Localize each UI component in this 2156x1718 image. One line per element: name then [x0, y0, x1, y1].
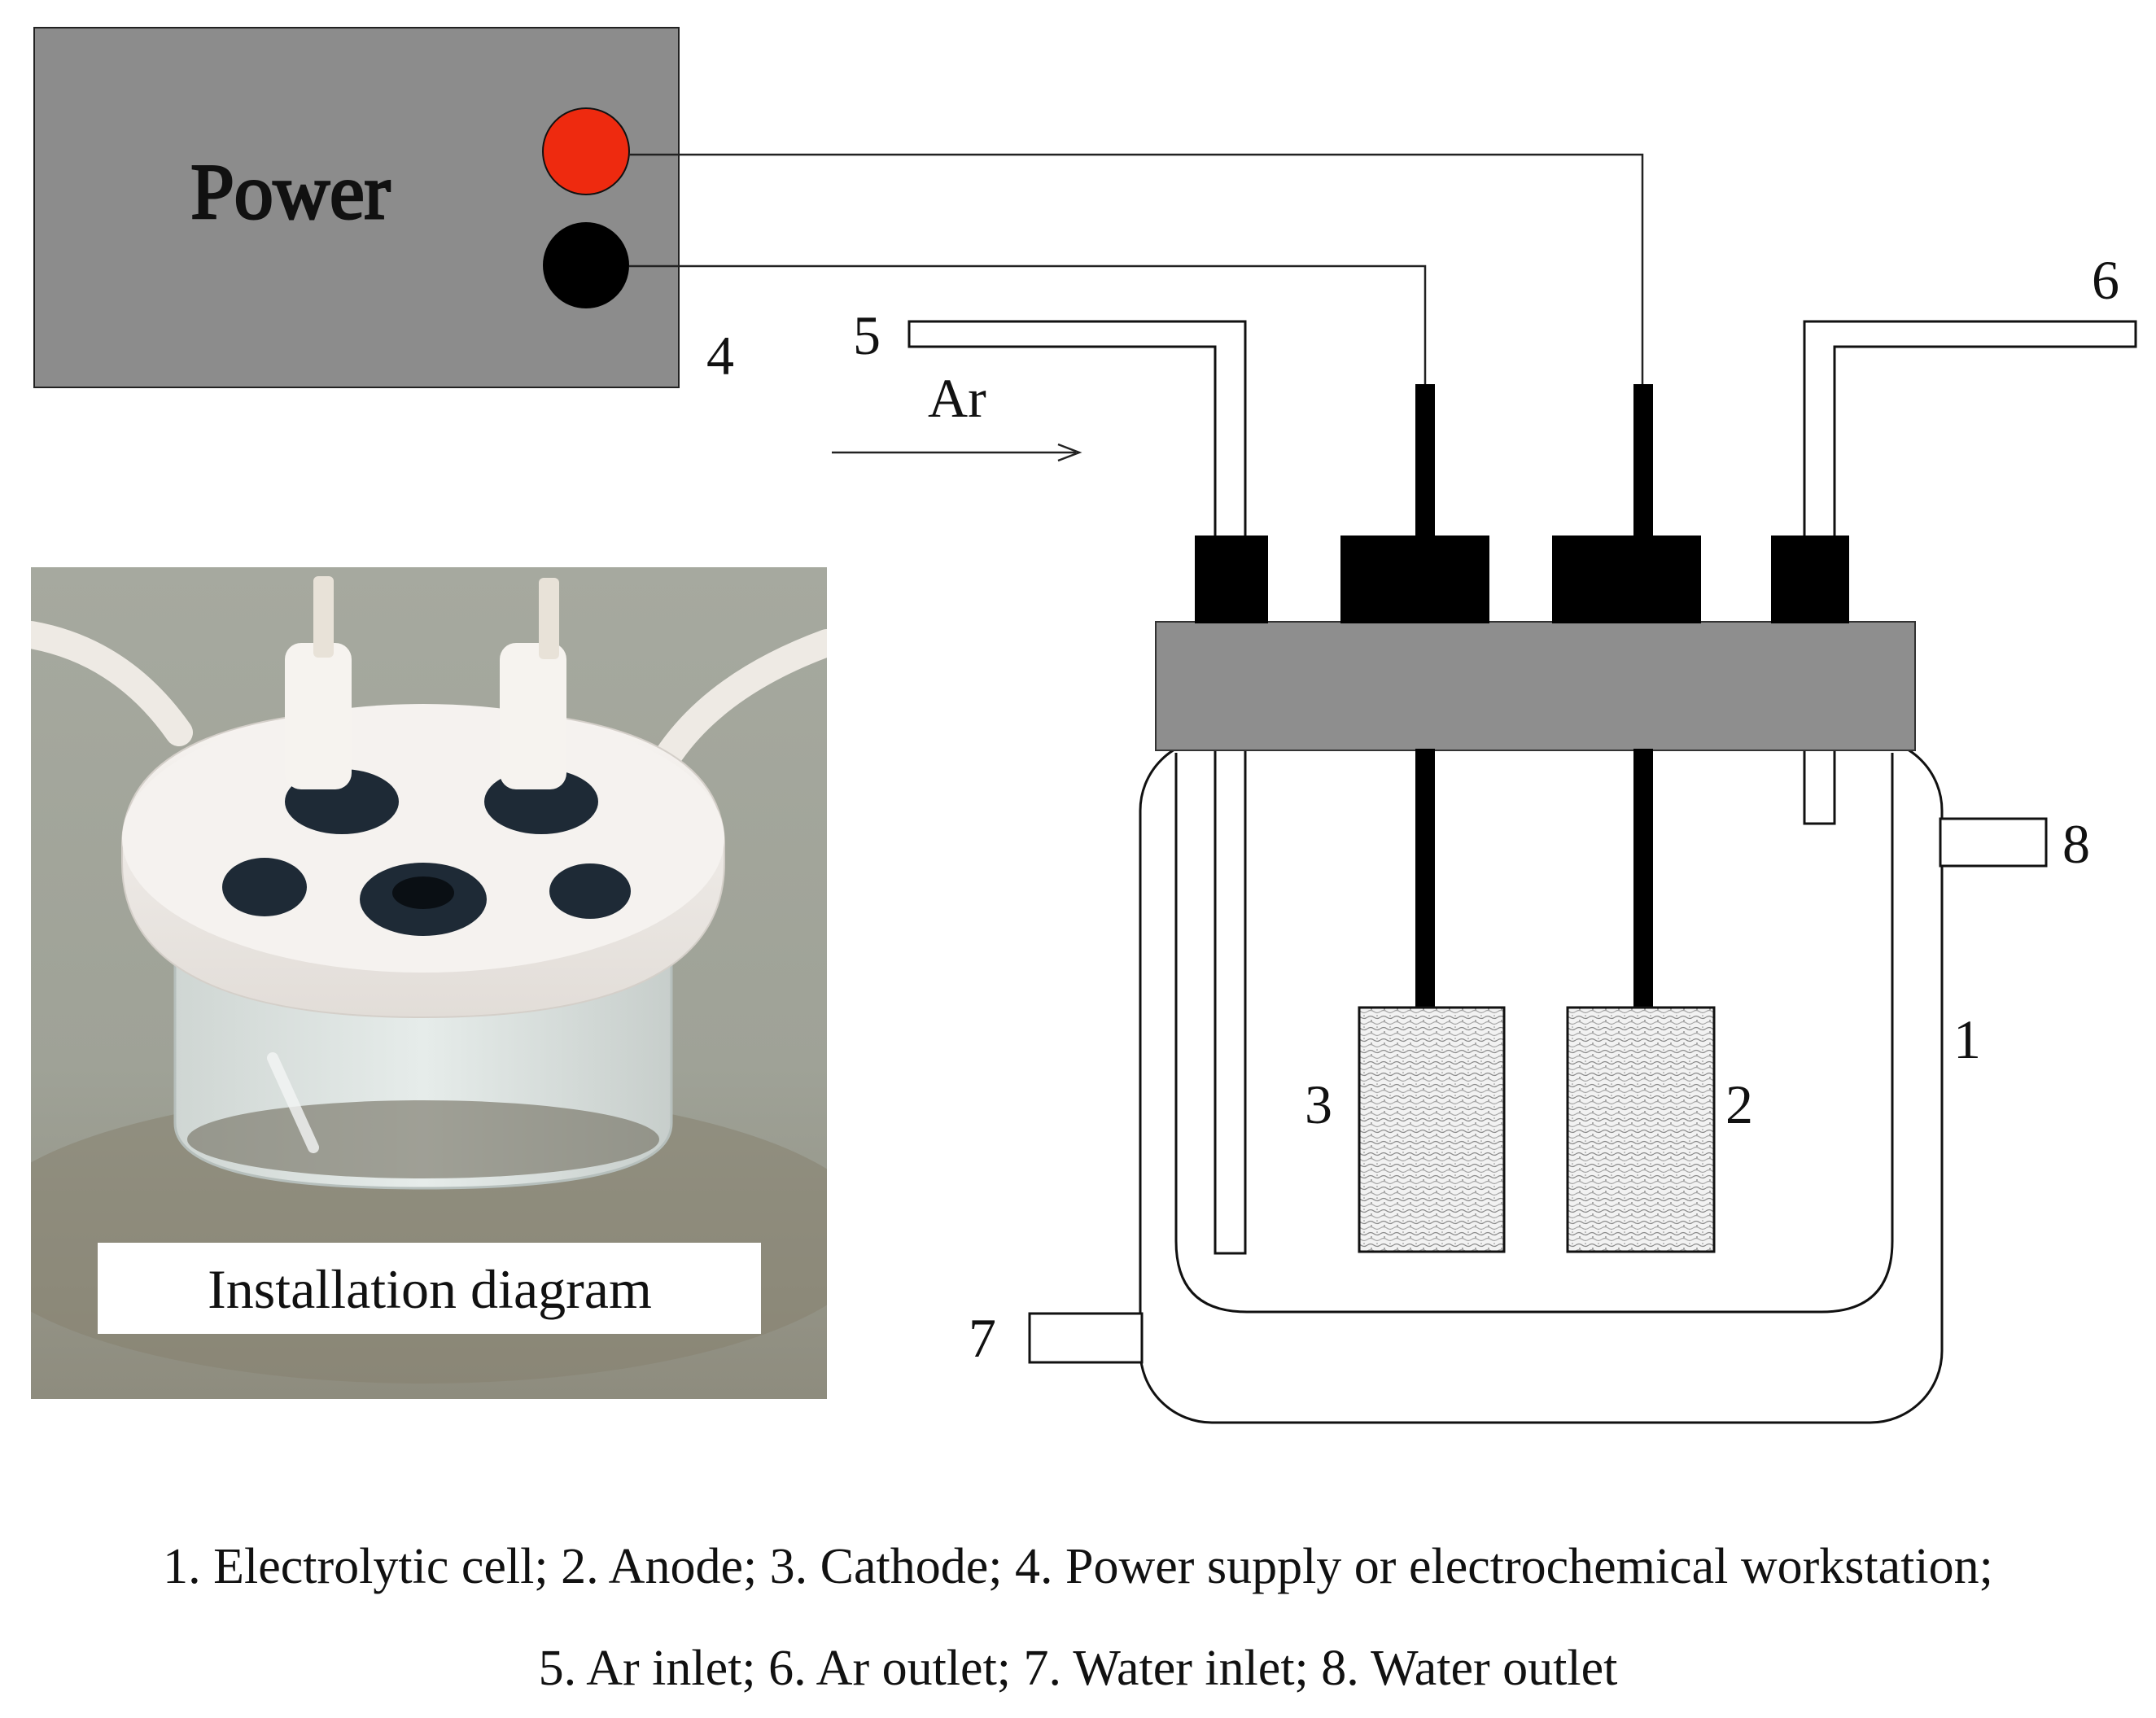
wires — [629, 153, 1644, 384]
callout-water-outlet: 8 — [2062, 813, 2090, 875]
negative-wire — [629, 264, 1427, 384]
anode-electrode — [1566, 1006, 1716, 1253]
positive-wire — [629, 153, 1644, 384]
ar-outlet-plug — [1771, 536, 1849, 623]
cathode-rod-top — [1415, 384, 1435, 539]
negative-terminal — [543, 222, 629, 308]
callout-ar-inlet: 5 — [853, 304, 881, 366]
anode-plug — [1552, 536, 1701, 623]
callout-cathode: 3 — [1305, 1073, 1332, 1135]
water-outlet-port — [1939, 817, 2048, 868]
positive-terminal — [542, 107, 630, 195]
power-supply-number: 4 — [706, 325, 734, 387]
photo-label: Installation diagram — [208, 1258, 652, 1320]
cathode-rod — [1415, 749, 1435, 1009]
cell-outer-jacket — [1139, 737, 1944, 1424]
caption-line-1: 1. Electrolytic cell; 2. Anode; 3. Catho… — [163, 1539, 1993, 1594]
ar-flow-arrow: Ar — [832, 367, 1082, 462]
cathode-plug — [1340, 536, 1489, 623]
power-supply: Power 4 — [33, 27, 734, 388]
callout-ar-outlet: 6 — [2092, 249, 2119, 311]
callout-numbers: 1 2 3 5 6 7 8 — [853, 249, 2119, 1369]
anode-rod-top — [1633, 384, 1653, 539]
photo-label-box — [98, 1243, 761, 1334]
anode-rod — [1633, 749, 1653, 1009]
power-supply-box — [33, 27, 680, 388]
ar-label: Ar — [928, 367, 986, 429]
ar-inlet-plug — [1195, 536, 1268, 623]
cell-lid-band — [1155, 621, 1916, 751]
power-label: Power — [190, 148, 390, 235]
callout-electrolytic-cell: 1 — [1953, 1008, 1981, 1070]
cell-inner-vessel — [1174, 753, 1894, 1314]
callout-anode: 2 — [1725, 1073, 1753, 1135]
installation-photo: Installation diagram — [31, 567, 827, 1399]
cathode-electrode — [1358, 1006, 1506, 1253]
ar-inlet-tube — [907, 320, 1247, 1255]
water-inlet-port — [1028, 1312, 1144, 1364]
electrolytic-cell — [907, 320, 2137, 1424]
caption-line-2: 5. Ar inlet; 6. Ar outlet; 7. Water inle… — [538, 1641, 1618, 1696]
ar-outlet-tube — [1803, 320, 2137, 825]
callout-water-inlet: 7 — [969, 1307, 996, 1369]
